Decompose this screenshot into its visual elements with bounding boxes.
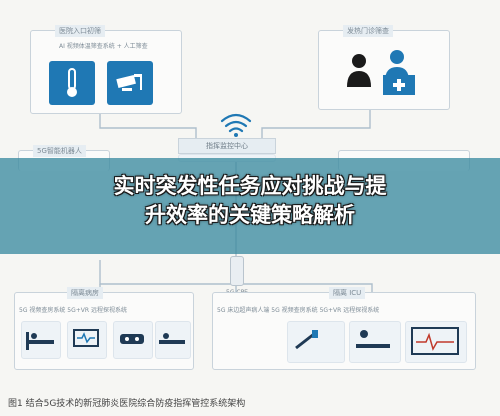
isolation-ward-subtitle: 5G 视频查房系统 5G+VR 远程探视系统 [19, 307, 127, 314]
camera-icon [107, 61, 153, 105]
robot-title: 5G智能机器人 [33, 145, 86, 157]
patient-bed-icon [155, 321, 191, 359]
overlay-title-line2: 升效率的关键策略解析 [145, 203, 355, 227]
icu-monitor-icon [349, 321, 401, 363]
title-banner [0, 158, 500, 254]
isolation-ward-box: 隔离病房 5G 视频查房系统 5G+VR 远程探视系统 [14, 287, 194, 370]
monitor-icon [67, 321, 107, 359]
wifi-icon [220, 113, 252, 133]
overlay-title: 实时突发性任务应对挑战与提 升效率的关键策略解析 [0, 172, 500, 230]
command-center: 指挥监控中心 [178, 138, 276, 154]
isolation-icu-box: 隔离 ICU 5G 床边超声病人端 5G 视频查房系统 5G+VR 远程探视系统 [212, 287, 476, 370]
fever-clinic-box: 发热门诊筛查 [318, 25, 450, 110]
router-icon [230, 256, 244, 286]
isolation-ward-title: 隔离病房 [67, 287, 103, 299]
isolation-icu-title: 隔离 ICU [329, 287, 366, 299]
vitals-screen-icon [405, 321, 467, 363]
overlay-title-line1: 实时突发性任务应对挑战与提 [113, 174, 387, 198]
isolation-icu-subtitle: 5G 床边超声病人端 5G 视频查房系统 5G+VR 远程探视系统 [217, 307, 380, 314]
vr-headset-icon [113, 321, 153, 359]
entrance-screening-box: 医院入口初筛 AI 视频体温筛查系统 + 人工筛查 [30, 25, 182, 114]
fever-clinic-title: 发热门诊筛查 [343, 25, 393, 37]
entrance-screening-subtitle: AI 视频体温筛查系统 + 人工筛查 [59, 43, 148, 50]
thermometer-icon [49, 61, 95, 105]
ultrasound-icon [287, 321, 345, 363]
doctor-patient-icon [347, 50, 415, 95]
entrance-screening-title: 医院入口初筛 [55, 25, 105, 37]
figure-caption: 图1 结合5G技术的新冠肺炎医院综合防疫指挥管控系统架构 [8, 399, 246, 409]
ward-bed-icon [21, 321, 61, 359]
